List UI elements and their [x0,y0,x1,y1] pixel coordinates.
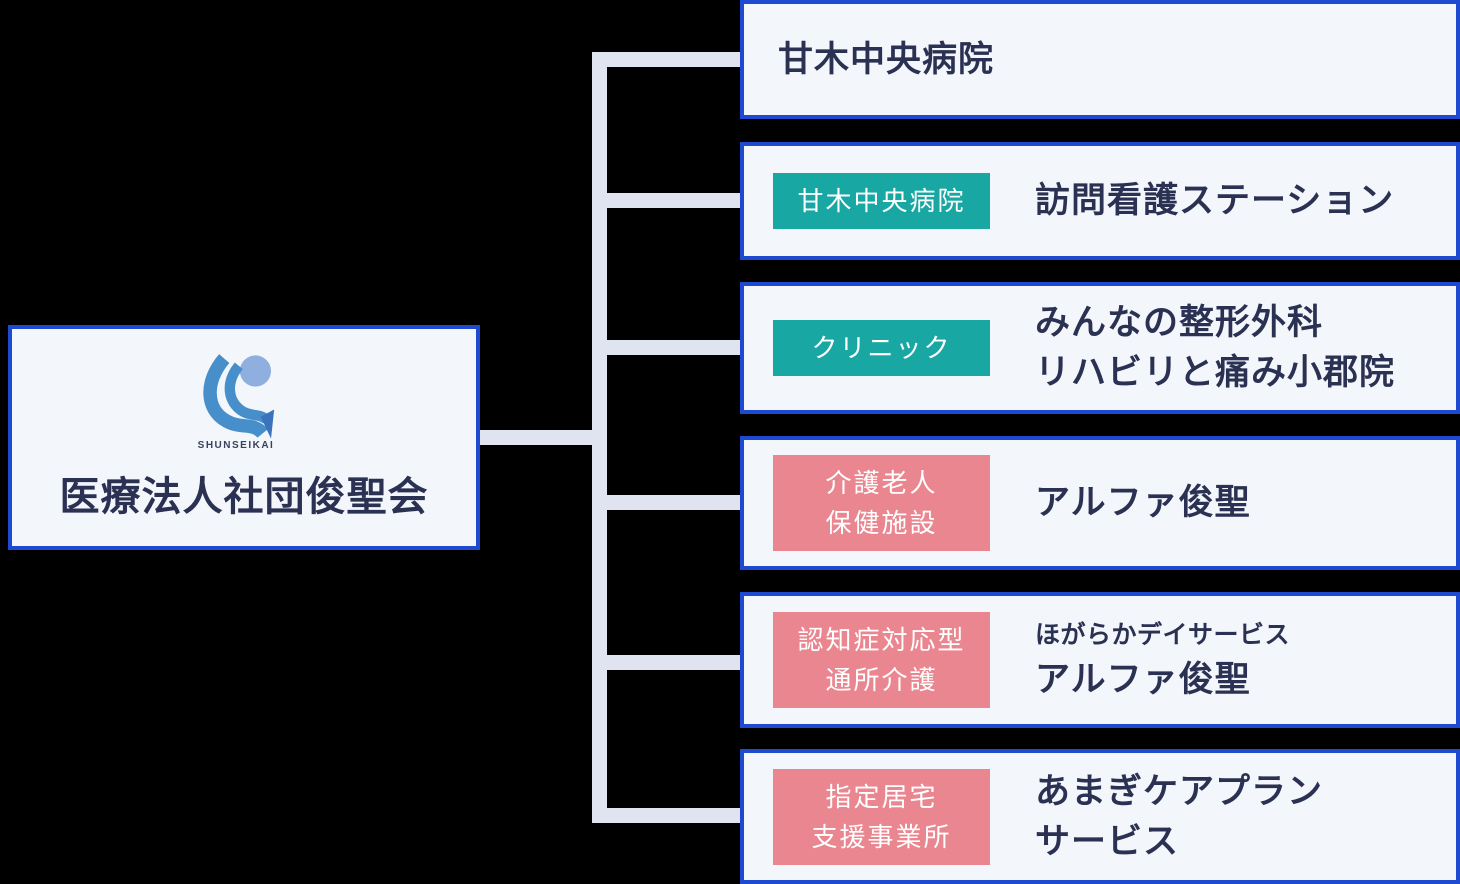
badge-line: 保健施設 [825,508,938,538]
connector-branch-5 [604,655,740,670]
node-houmon-kango-station: 甘木中央病院 訪問看護ステーション [740,142,1460,260]
facility-name-line: リハビリと痛み小郡院 [1035,353,1396,392]
facility-subtitle-line: ほがらかデイサービス [1035,621,1291,649]
badge-line: 甘木中央病院 [797,186,966,216]
connector-branch-2 [604,193,740,208]
facility-name: 甘木中央病院 [778,35,994,85]
category-badge: 指定居宅 支援事業所 [773,768,990,865]
connector-root-link [480,430,594,445]
connector-branch-6 [604,808,740,823]
category-badge: 認知症対応型 通所介護 [773,612,990,708]
connector-trunk [592,52,607,823]
facility-name: みんなの整形外科 リハビリと痛み小郡院 [1035,298,1395,398]
badge-line: 通所介護 [825,665,938,695]
category-badge: 介護老人 保健施設 [773,455,990,551]
facility-name-line: アルファ俊聖 [1035,660,1251,699]
facility-name-line: あまぎケアプラン [1035,771,1324,811]
node-amagi-care-plan-service: 指定居宅 支援事業所 あまぎケアプラン サービス [740,749,1460,884]
category-badge: クリニック [773,320,990,376]
facility-name-line: 甘木中央病院 [778,39,995,79]
badge-line: 指定居宅 [825,781,938,812]
badge-line: 支援事業所 [811,821,952,852]
node-minna-seikei-clinic: クリニック みんなの整形外科 リハビリと痛み小郡院 [740,282,1460,414]
facility-name: ほがらかデイサービス アルファ俊聖 [1035,615,1290,705]
shunseikai-logo: SHUNSEIKAI [192,353,296,451]
corporation-title: 医療法人社団俊聖会 [59,474,429,519]
facility-name: あまぎケアプラン サービス [1035,767,1323,867]
facility-name: アルファ俊聖 [1035,478,1251,528]
badge-line: 介護老人 [825,468,938,498]
shunseikai-logo-icon [203,353,275,439]
facility-name-line: みんなの整形外科 [1035,303,1324,342]
facility-name-line: 訪問看護ステーション [1035,181,1395,220]
node-hogaraka-day-service: 認知症対応型 通所介護 ほがらかデイサービス アルファ俊聖 [740,592,1460,728]
root-node-shunseikai: SHUNSEIKAI 医療法人社団俊聖会 [8,325,480,550]
node-alpha-shunsei: 介護老人 保健施設 アルファ俊聖 [740,436,1460,570]
badge-line: 認知症対応型 [797,625,966,655]
facility-name-line: アルファ俊聖 [1035,483,1251,522]
badge-line: クリニック [811,333,952,363]
connector-branch-4 [604,495,740,510]
facility-name: 訪問看護ステーション [1035,176,1394,226]
logo-caption: SHUNSEIKAI [197,439,275,451]
connector-branch-3 [604,340,740,355]
category-badge: 甘木中央病院 [773,173,990,229]
facility-name-line: サービス [1035,821,1180,861]
connector-branch-1 [604,52,740,67]
node-amagi-central-hospital: 甘木中央病院 [740,0,1460,119]
